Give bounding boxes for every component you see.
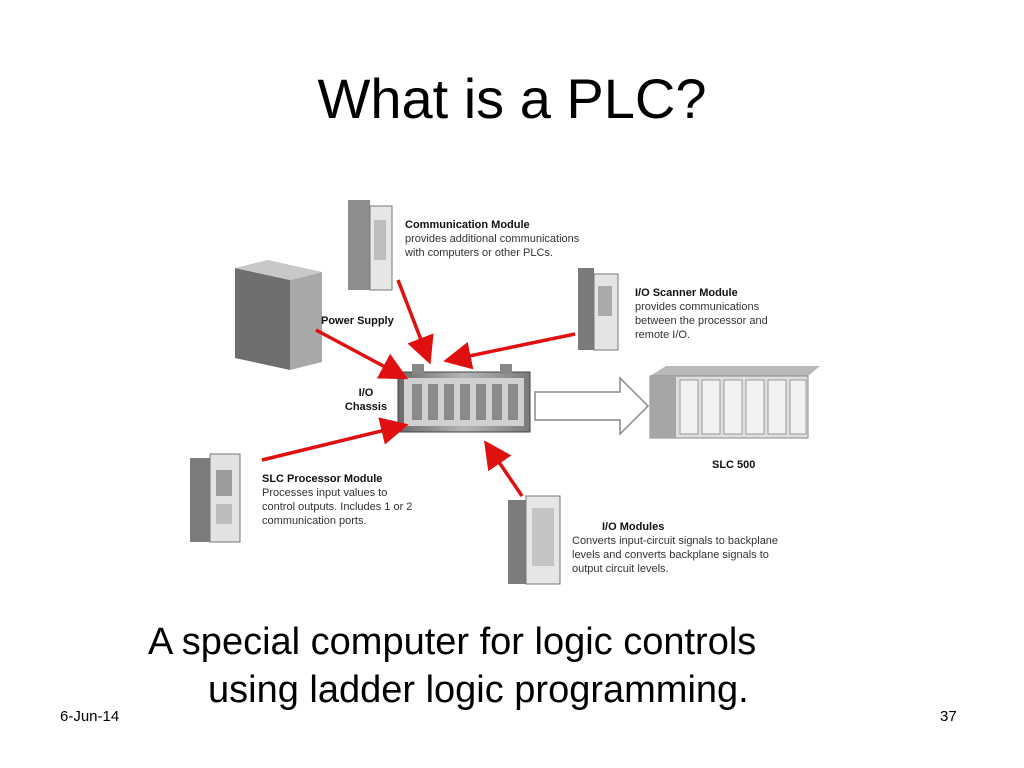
plc-diagram-graphic (190, 200, 820, 585)
plc-diagram: Communication Module provides additional… (180, 190, 820, 590)
label-communication-module: Communication Module provides additional… (405, 218, 625, 260)
io-chassis-image (397, 364, 531, 433)
arrow-scanner-to-chassis (443, 332, 576, 370)
label-io-modules: I/O Modules Converts input-circuit signa… (572, 520, 820, 576)
slc-500-heading: SLC 500 (712, 459, 756, 471)
power-supply-heading: Power Supply (321, 315, 394, 327)
slc-processor-line: control outputs. Includes 1 or 2 (262, 501, 413, 513)
communication-module-heading: Communication Module (405, 219, 530, 231)
label-power-supply: Power Supply (321, 314, 394, 328)
communication-module-image (348, 200, 393, 291)
body-line-2: using ladder logic programming. (208, 669, 749, 711)
communication-module-line: with computers or other PLCs. (405, 247, 553, 259)
io-scanner-line: remote I/O. (635, 329, 691, 341)
label-io-chassis: I/O Chassis (330, 386, 402, 414)
label-slc-500: SLC 500 (712, 458, 755, 472)
hollow-arrow-icon (534, 376, 650, 436)
io-modules-line: output circuit levels. (572, 563, 669, 575)
label-io-scanner: I/O Scanner Module provides communicatio… (635, 286, 820, 342)
pointer-arrows (261, 279, 576, 497)
io-chassis-line2: Chassis (344, 401, 388, 413)
arrow-comm-to-chassis (396, 279, 434, 365)
io-chassis-line1: I/O (358, 387, 374, 399)
slc-processor-module-image (190, 453, 241, 543)
slc-processor-heading: SLC Processor Module (262, 473, 383, 485)
io-modules-heading: I/O Modules (602, 521, 665, 533)
footer-page-number: 37 (940, 708, 957, 725)
io-modules-line: levels and converts backplane signals to (572, 549, 769, 561)
slc-processor-line: communication ports. (262, 515, 367, 527)
io-scanner-heading: I/O Scanner Module (635, 287, 738, 299)
label-slc-processor: SLC Processor Module Processes input val… (262, 472, 462, 528)
io-scanner-line: provides communications (635, 301, 760, 313)
communication-module-line: provides additional communications (405, 233, 580, 245)
arrow-processor-to-chassis (261, 417, 409, 462)
slide-body: A special computer for logic controls us… (120, 618, 920, 714)
io-scanner-module-image (578, 268, 619, 351)
io-scanner-line: between the processor and (635, 315, 768, 327)
body-line-1: A special computer for logic controls (148, 621, 757, 663)
io-modules-line: Converts input-circuit signals to backpl… (572, 535, 779, 547)
slc-processor-line: Processes input values to (262, 487, 388, 499)
footer-date: 6-Jun-14 (60, 708, 120, 725)
io-modules-image (508, 495, 561, 585)
slc-500-image (649, 366, 820, 439)
arrow-iomodules-to-chassis (484, 440, 524, 497)
power-supply-image (235, 260, 322, 370)
slide-title: What is a PLC? (317, 67, 707, 130)
arrow-power-to-chassis (315, 328, 409, 380)
